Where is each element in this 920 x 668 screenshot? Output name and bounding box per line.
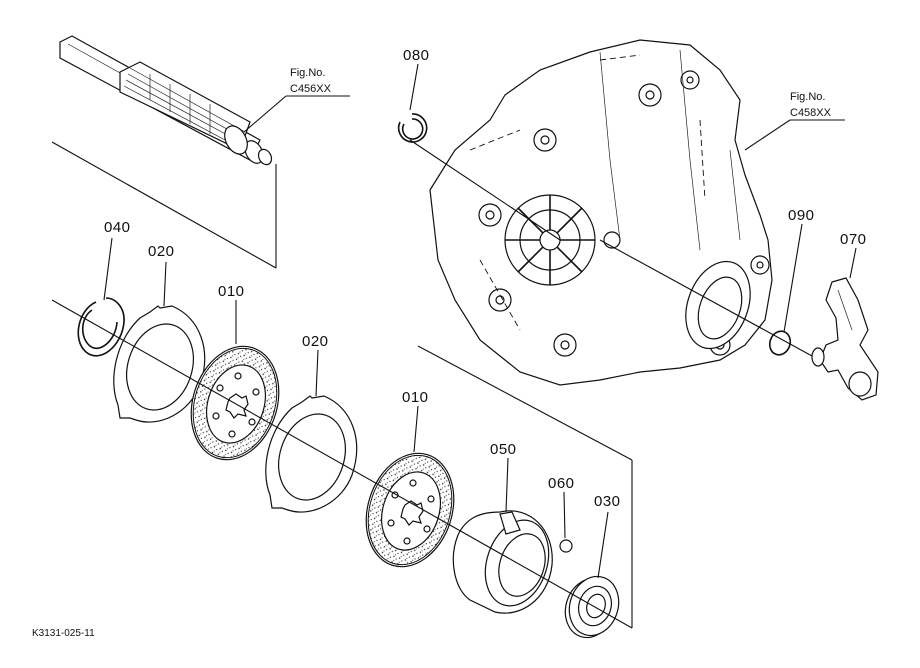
callout-090: 090: [788, 207, 815, 224]
callout-050: 050: [490, 441, 517, 458]
callout-060: 060: [548, 475, 575, 492]
fig-ref-2-line1: Fig.No.: [790, 91, 825, 103]
callout-010b: 010: [402, 389, 429, 406]
steel-ball-060: [559, 539, 573, 553]
circlip-040: [77, 297, 125, 357]
shaft: [59, 35, 273, 166]
shift-lever-070: [811, 277, 879, 401]
cam-collar-050: [452, 510, 553, 614]
drawing-code: K3131-025-11: [32, 628, 95, 639]
separator-plate-020b: [265, 395, 358, 513]
callout-020b: 020: [302, 333, 329, 350]
fig-ref-1-line2: C456XX: [290, 83, 332, 95]
friction-disc-010b: [365, 452, 455, 568]
fig-ref-1-line1: Fig.No.: [290, 67, 325, 79]
gear-case-housing: [429, 39, 773, 386]
disc-holes: [212, 372, 260, 438]
fig-ref-2-line2: C458XX: [790, 107, 832, 119]
separator-plate-020a: [113, 305, 206, 423]
callout-070: 070: [840, 231, 867, 248]
callout-040: 040: [104, 219, 131, 236]
callout-020a: 020: [148, 243, 175, 260]
ball-bearing-030: [564, 575, 620, 639]
circlip-080: [397, 113, 428, 143]
callout-010a: 010: [218, 283, 245, 300]
shaft-splines: [123, 67, 246, 149]
disc-holes-b: [387, 479, 435, 545]
callout-030: 030: [594, 493, 621, 510]
callout-080: 080: [403, 47, 430, 64]
